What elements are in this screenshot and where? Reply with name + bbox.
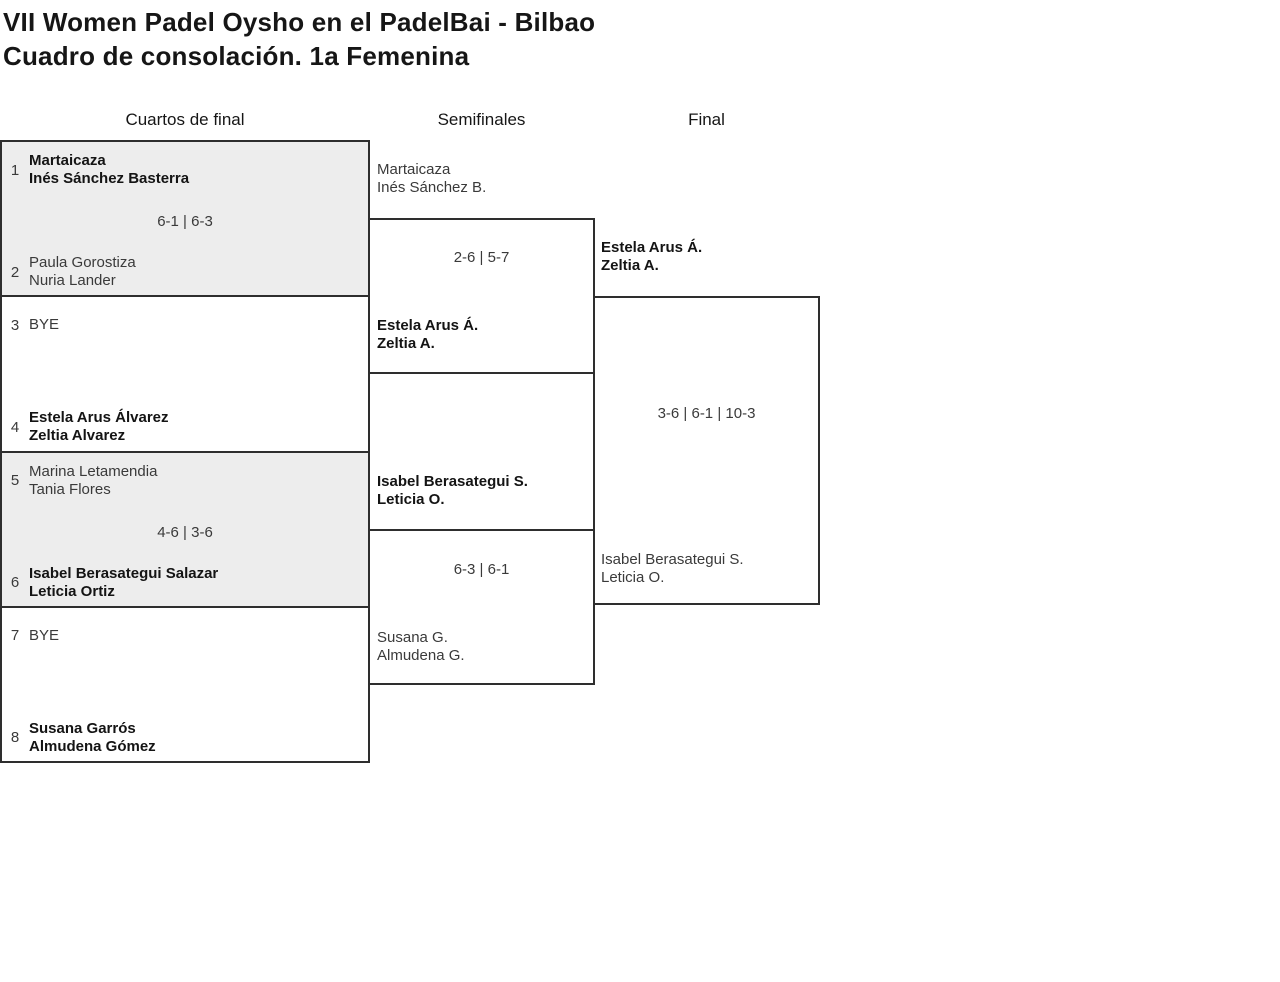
match-score: 3-6 | 6-1 | 10-3 xyxy=(657,405,756,422)
qf-match-2: 3 BYE 4 Estela Arus Álvarez Zeltia Alvar… xyxy=(2,295,368,451)
qf2-team-bottom: Estela Arus Álvarez Zeltia Alvarez xyxy=(29,409,360,445)
final-team-bottom: Isabel Berasategui S. Leticia O. xyxy=(601,551,744,587)
player-name: Leticia O. xyxy=(601,569,665,586)
qf3-team-bottom: Isabel Berasategui Salazar Leticia Ortiz xyxy=(29,565,360,601)
final-match-box xyxy=(593,296,820,605)
player-name: Estela Arus Álvarez xyxy=(29,409,169,427)
seed-number: 2 xyxy=(10,263,20,281)
qf-match-4: 7 BYE 8 Susana Garrós Almudena Gómez xyxy=(2,605,368,761)
qf3-team-top: Marina Letamendia Tania Flores xyxy=(29,463,360,499)
title-line-1: VII Women Padel Oysho en el PadelBai - B… xyxy=(3,7,596,37)
sf1-team-top: Martaicaza Inés Sánchez B. xyxy=(377,161,486,197)
player-name: Martaicaza xyxy=(377,161,451,178)
player-name: Zeltia A. xyxy=(377,335,435,352)
player-name: BYE xyxy=(29,316,60,334)
match-score: 6-1 | 6-3 xyxy=(157,213,213,230)
player-name: Leticia O. xyxy=(377,491,445,508)
player-name: Susana G. xyxy=(377,629,448,646)
player-name: Almudena G. xyxy=(377,647,465,664)
player-name: Martaicaza xyxy=(29,152,106,169)
round-header-final: Final xyxy=(688,110,725,129)
player-name: Isabel Berasategui S. xyxy=(377,473,528,490)
page-title: VII Women Padel Oysho en el PadelBai - B… xyxy=(3,5,595,73)
player-name: Leticia Ortiz xyxy=(29,582,115,600)
qf1-team-bottom: Paula Gorostiza Nuria Lander xyxy=(29,254,360,290)
player-name: Susana Garrós xyxy=(29,719,136,737)
player-name: Nuria Lander xyxy=(29,272,116,289)
player-name: Isabel Berasategui S. xyxy=(601,551,744,568)
player-name: BYE xyxy=(29,626,60,644)
qf4-team-bottom: Susana Garrós Almudena Gómez xyxy=(29,720,360,756)
qf4-team-top: BYE xyxy=(29,618,360,654)
player-name: Paula Gorostiza xyxy=(29,254,136,271)
seed-number: 8 xyxy=(10,729,20,747)
sf2-team-top: Isabel Berasategui S. Leticia O. xyxy=(377,473,528,509)
player-name: Estela Arus Á. xyxy=(377,317,479,334)
round-header-semifinals: Semifinales xyxy=(437,110,526,129)
seed-number: 3 xyxy=(10,316,20,334)
sf1-team-bottom: Estela Arus Á. Zeltia A. xyxy=(377,317,478,353)
round-header-quarterfinals: Cuartos de final xyxy=(125,110,245,129)
qf-match-1: 1 Martaicaza Inés Sánchez Basterra 6-1 |… xyxy=(2,142,368,296)
seed-number: 7 xyxy=(10,627,20,645)
seed-number: 6 xyxy=(10,574,20,591)
player-name: Marina Letamendia xyxy=(29,462,158,480)
qf2-team-top: BYE xyxy=(29,307,360,343)
sf-match-box-2 xyxy=(368,529,595,685)
player-name: Zeltia A. xyxy=(601,257,659,274)
seed-number: 4 xyxy=(10,418,20,436)
player-name: Zeltia Alvarez xyxy=(29,427,126,445)
player-name: Isabel Berasategui Salazar xyxy=(29,564,219,582)
sf2-team-bottom: Susana G. Almudena G. xyxy=(377,629,465,665)
final-team-top: Estela Arus Á. Zeltia A. xyxy=(601,239,702,275)
title-line-2: Cuadro de consolación. 1a Femenina xyxy=(3,41,470,71)
player-name: Almudena Gómez xyxy=(29,737,156,755)
player-name: Tania Flores xyxy=(29,480,111,498)
match-score: 2-6 | 5-7 xyxy=(453,249,510,266)
seed-number: 5 xyxy=(10,472,20,489)
qf-match-3: 5 Marina Letamendia Tania Flores 4-6 | 3… xyxy=(2,450,368,606)
player-name: Inés Sánchez Basterra xyxy=(29,170,190,187)
match-score: 4-6 | 3-6 xyxy=(157,523,213,541)
seed-number: 1 xyxy=(10,161,20,179)
match-score: 6-3 | 6-1 xyxy=(453,561,510,578)
player-name: Estela Arus Á. xyxy=(601,239,703,256)
quarterfinals-column: 1 Martaicaza Inés Sánchez Basterra 6-1 |… xyxy=(0,140,370,763)
qf1-team-top: Martaicaza Inés Sánchez Basterra xyxy=(29,152,360,188)
player-name: Inés Sánchez B. xyxy=(377,179,487,196)
